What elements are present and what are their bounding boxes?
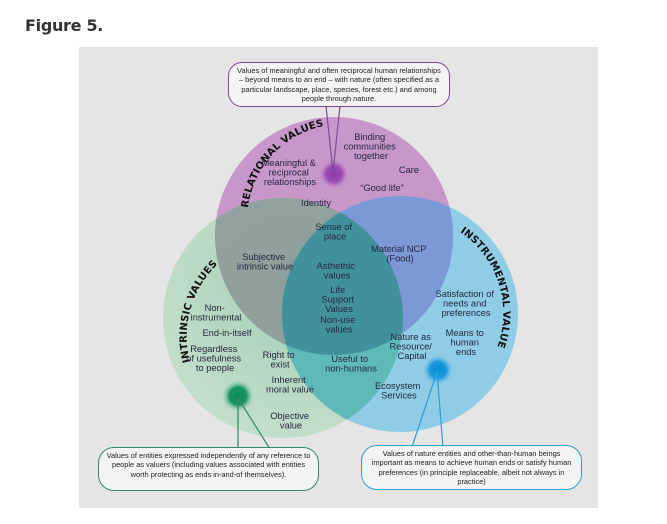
label-good-life: “Good life” bbox=[360, 183, 403, 193]
intrinsic-connector bbox=[237, 395, 271, 450]
label-regardless: Regardless of usefulness to people bbox=[186, 344, 243, 373]
label-right-to-exist: Right to exist bbox=[263, 350, 298, 370]
label-binding: Binding communities together bbox=[344, 132, 399, 161]
instrumental-connector bbox=[411, 371, 444, 448]
label-inherent: Inherent moral value bbox=[266, 375, 314, 395]
relational-callout: Values of meaningful and often reciproca… bbox=[228, 62, 450, 107]
label-identity: Identity bbox=[301, 198, 331, 208]
label-life-support: Life Support Values bbox=[321, 285, 356, 314]
label-end-in-itself: End-in-itself bbox=[202, 328, 252, 338]
label-subjective: Subjective intrinsic value bbox=[237, 252, 293, 272]
label-care: Care bbox=[399, 165, 419, 175]
instrumental-callout: Values of nature entities and other-than… bbox=[361, 445, 582, 490]
label-sense-of-place: Sense of place bbox=[315, 222, 354, 242]
figure-title: Figure 5. bbox=[25, 16, 104, 35]
label-means: Means to human ends bbox=[446, 328, 487, 357]
intrinsic-callout: Values of entities expressed independent… bbox=[98, 447, 319, 491]
label-non-use: Non-use values bbox=[320, 315, 358, 335]
label-satisfaction: Satisfaction of needs and preferences bbox=[436, 289, 497, 318]
label-aesthetic: Asthethic values bbox=[317, 261, 358, 281]
relational-dot bbox=[319, 159, 349, 189]
intrinsic-dot bbox=[222, 380, 254, 412]
label-meaningful: Meaningful & reciprocal relationships bbox=[262, 158, 319, 187]
label-objective: Objective value bbox=[270, 411, 311, 431]
label-material-ncp: Material NCP (Food) bbox=[371, 244, 429, 264]
overlap-center bbox=[282, 198, 403, 355]
label-nature-resource: Nature as Resource/ Capital bbox=[390, 332, 435, 361]
label-non-instrumental: Non- instrumental bbox=[191, 303, 242, 323]
relational-connector bbox=[325, 105, 341, 173]
instrumental-dot bbox=[423, 355, 453, 385]
label-useful-nonhumans: Useful to non-humans bbox=[325, 354, 377, 374]
label-ecosystem: Ecosystem Services bbox=[375, 381, 423, 401]
